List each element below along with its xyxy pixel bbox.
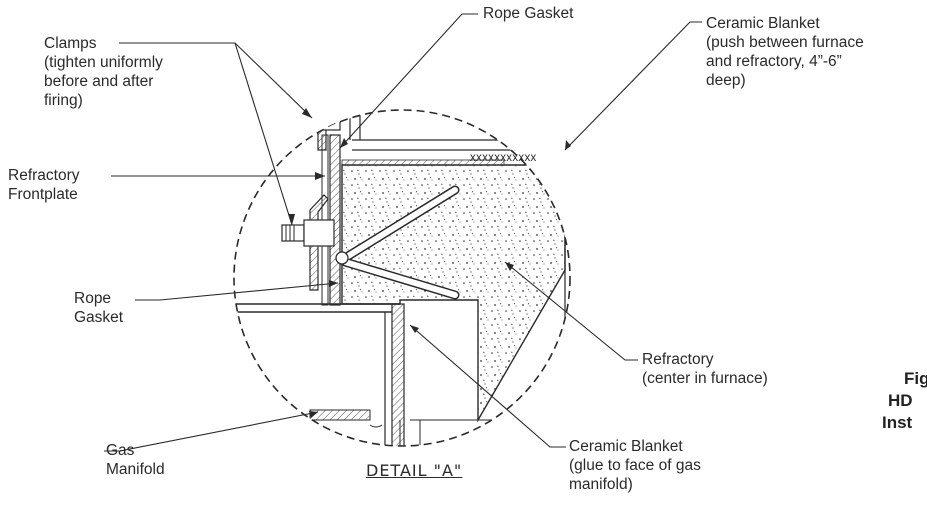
leader-lines: [104, 13, 702, 452]
detail-caption: DETAIL "A": [366, 461, 463, 480]
section-view: [234, 110, 570, 446]
label-ceramic-blanket-bottom: Ceramic Blanket (glue to face of gas man…: [569, 438, 701, 493]
label-rope-gasket-top: Rope Gasket: [483, 5, 574, 22]
lower-clamp: [281, 194, 335, 291]
label-gas-manifold: Gas Manifold: [106, 442, 165, 478]
label-rope-gasket-bottom: Rope Gasket: [74, 290, 124, 326]
label-ceramic-blanket-top: Ceramic Blanket (push between furnace an…: [706, 15, 864, 89]
side-caption: Fig HD Inst: [882, 369, 927, 432]
label-refractory: Refractory (center in furnace): [642, 351, 768, 387]
label-blanket-marks: xxxxxxxxxxx: [470, 152, 537, 164]
label-clamps: Clamps (tighten uniformly before and aft…: [44, 35, 163, 109]
label-refractory-frontplate: Refractory Frontplate: [8, 167, 80, 203]
leader-arrowheads: [288, 108, 571, 418]
